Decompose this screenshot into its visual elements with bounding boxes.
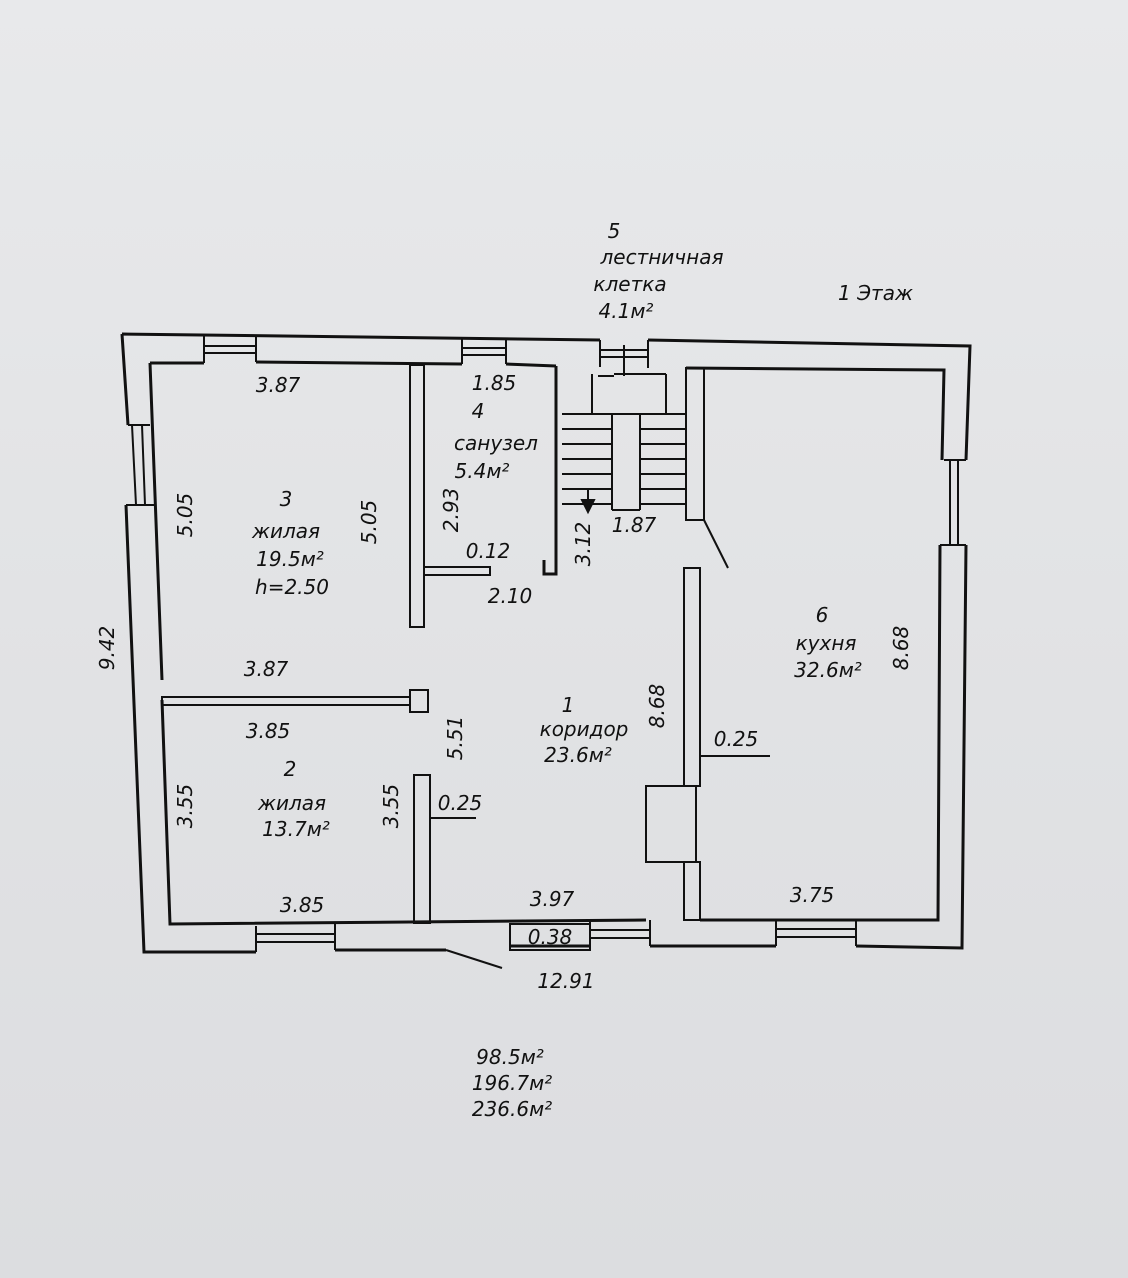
dim-top-bath: 1.85 xyxy=(472,371,517,395)
dim-top-left: 3.87 xyxy=(256,373,301,397)
dim-room2-right: 3.55 xyxy=(379,784,403,829)
stair-name-1: лестничная xyxy=(600,245,724,269)
corridor-name: коридор xyxy=(540,717,629,741)
dim-kitchen-bottom: 3.75 xyxy=(790,883,835,907)
dim-room2-bottom: 3.85 xyxy=(280,893,325,917)
bath-number: 4 xyxy=(472,399,485,423)
dim-stair-h: 3.12 xyxy=(571,522,595,567)
dim-stair-w: 1.87 xyxy=(612,513,657,537)
total-3: 236.6м² xyxy=(472,1097,552,1121)
room2-area: 13.7м² xyxy=(262,817,330,841)
dim-corridor-h: 5.51 xyxy=(443,716,467,761)
wall-stub xyxy=(423,566,491,576)
corridor-number: 1 xyxy=(562,693,575,717)
dim-room3-left: 5.05 xyxy=(173,493,197,538)
floor-label: 1 Этаж xyxy=(838,281,913,305)
room3-area: 19.5м² xyxy=(256,547,324,571)
outer-walls xyxy=(120,332,972,954)
dim-bath-h: 2.93 xyxy=(439,488,463,533)
dim-room2-left: 3.55 xyxy=(173,784,197,829)
kitchen-name: кухня xyxy=(796,631,857,655)
dim-overall-h: 9.42 xyxy=(95,626,119,671)
kitchen-area: 32.6м² xyxy=(794,658,862,682)
stair-area: 4.1м² xyxy=(599,299,654,323)
wall-corridor-kitchen-upper xyxy=(683,567,701,787)
dim-overall-w: 12.91 xyxy=(537,969,594,993)
window-top-left xyxy=(203,336,257,363)
window-top-bath xyxy=(461,338,507,364)
dim-corridor-bottom: 3.97 xyxy=(530,887,575,911)
room3-height: h=2.50 xyxy=(255,575,329,599)
windows xyxy=(126,336,966,952)
corridor-area: 23.6м² xyxy=(544,743,612,767)
room2-name: жилая xyxy=(257,791,326,815)
wall-fireplace xyxy=(645,785,697,863)
window-right xyxy=(940,459,966,546)
dim-wall-room2: 0.25 xyxy=(438,791,483,815)
door-swing-kitchen xyxy=(703,519,729,569)
stair-number: 5 xyxy=(608,219,621,243)
room3-name: жилая xyxy=(251,519,320,543)
dim-bath-w: 2.10 xyxy=(488,584,533,608)
wall-room2-corridor xyxy=(413,774,431,924)
room2-number: 2 xyxy=(284,757,297,781)
wall-stair-kitchen xyxy=(685,367,705,521)
interior-walls xyxy=(161,364,770,969)
window-left xyxy=(126,424,155,506)
wall-room3-bath xyxy=(409,364,425,628)
window-bottom-right xyxy=(775,920,857,946)
window-top-stair xyxy=(599,340,649,368)
dim-kitchen-h: 8.68 xyxy=(889,626,913,671)
kitchen-number: 6 xyxy=(816,603,829,627)
stair-name-2: клетка xyxy=(593,272,666,296)
dim-corridor-mid: 8.68 xyxy=(645,684,669,729)
dim-wall-kitchen: 0.25 xyxy=(714,727,759,751)
dim-stub: 0.12 xyxy=(466,539,511,563)
wall-stair-left xyxy=(542,366,558,576)
total-1: 98.5м² xyxy=(476,1045,544,1069)
room3-number: 3 xyxy=(280,487,293,511)
dim-room3-right: 5.05 xyxy=(357,500,381,545)
dim-room3-bottom: 3.87 xyxy=(244,657,289,681)
wall-column xyxy=(409,689,429,713)
wall-corridor-kitchen-lower xyxy=(683,861,701,921)
staircase xyxy=(562,345,686,515)
window-bottom-left xyxy=(255,924,336,952)
wall-room3-room2 xyxy=(161,696,411,706)
dim-wall-bottom: 0.38 xyxy=(528,925,573,949)
bath-area: 5.4м² xyxy=(455,459,510,483)
bath-name: санузел xyxy=(454,431,538,455)
dim-room2-top: 3.85 xyxy=(246,719,291,743)
door-swing-entry xyxy=(445,949,503,969)
labels: 1 Этаж 5 лестничная клетка 4.1м² 3.87 1.… xyxy=(95,219,913,1121)
window-bottom-mid xyxy=(589,920,651,946)
total-2: 196.7м² xyxy=(472,1071,552,1095)
